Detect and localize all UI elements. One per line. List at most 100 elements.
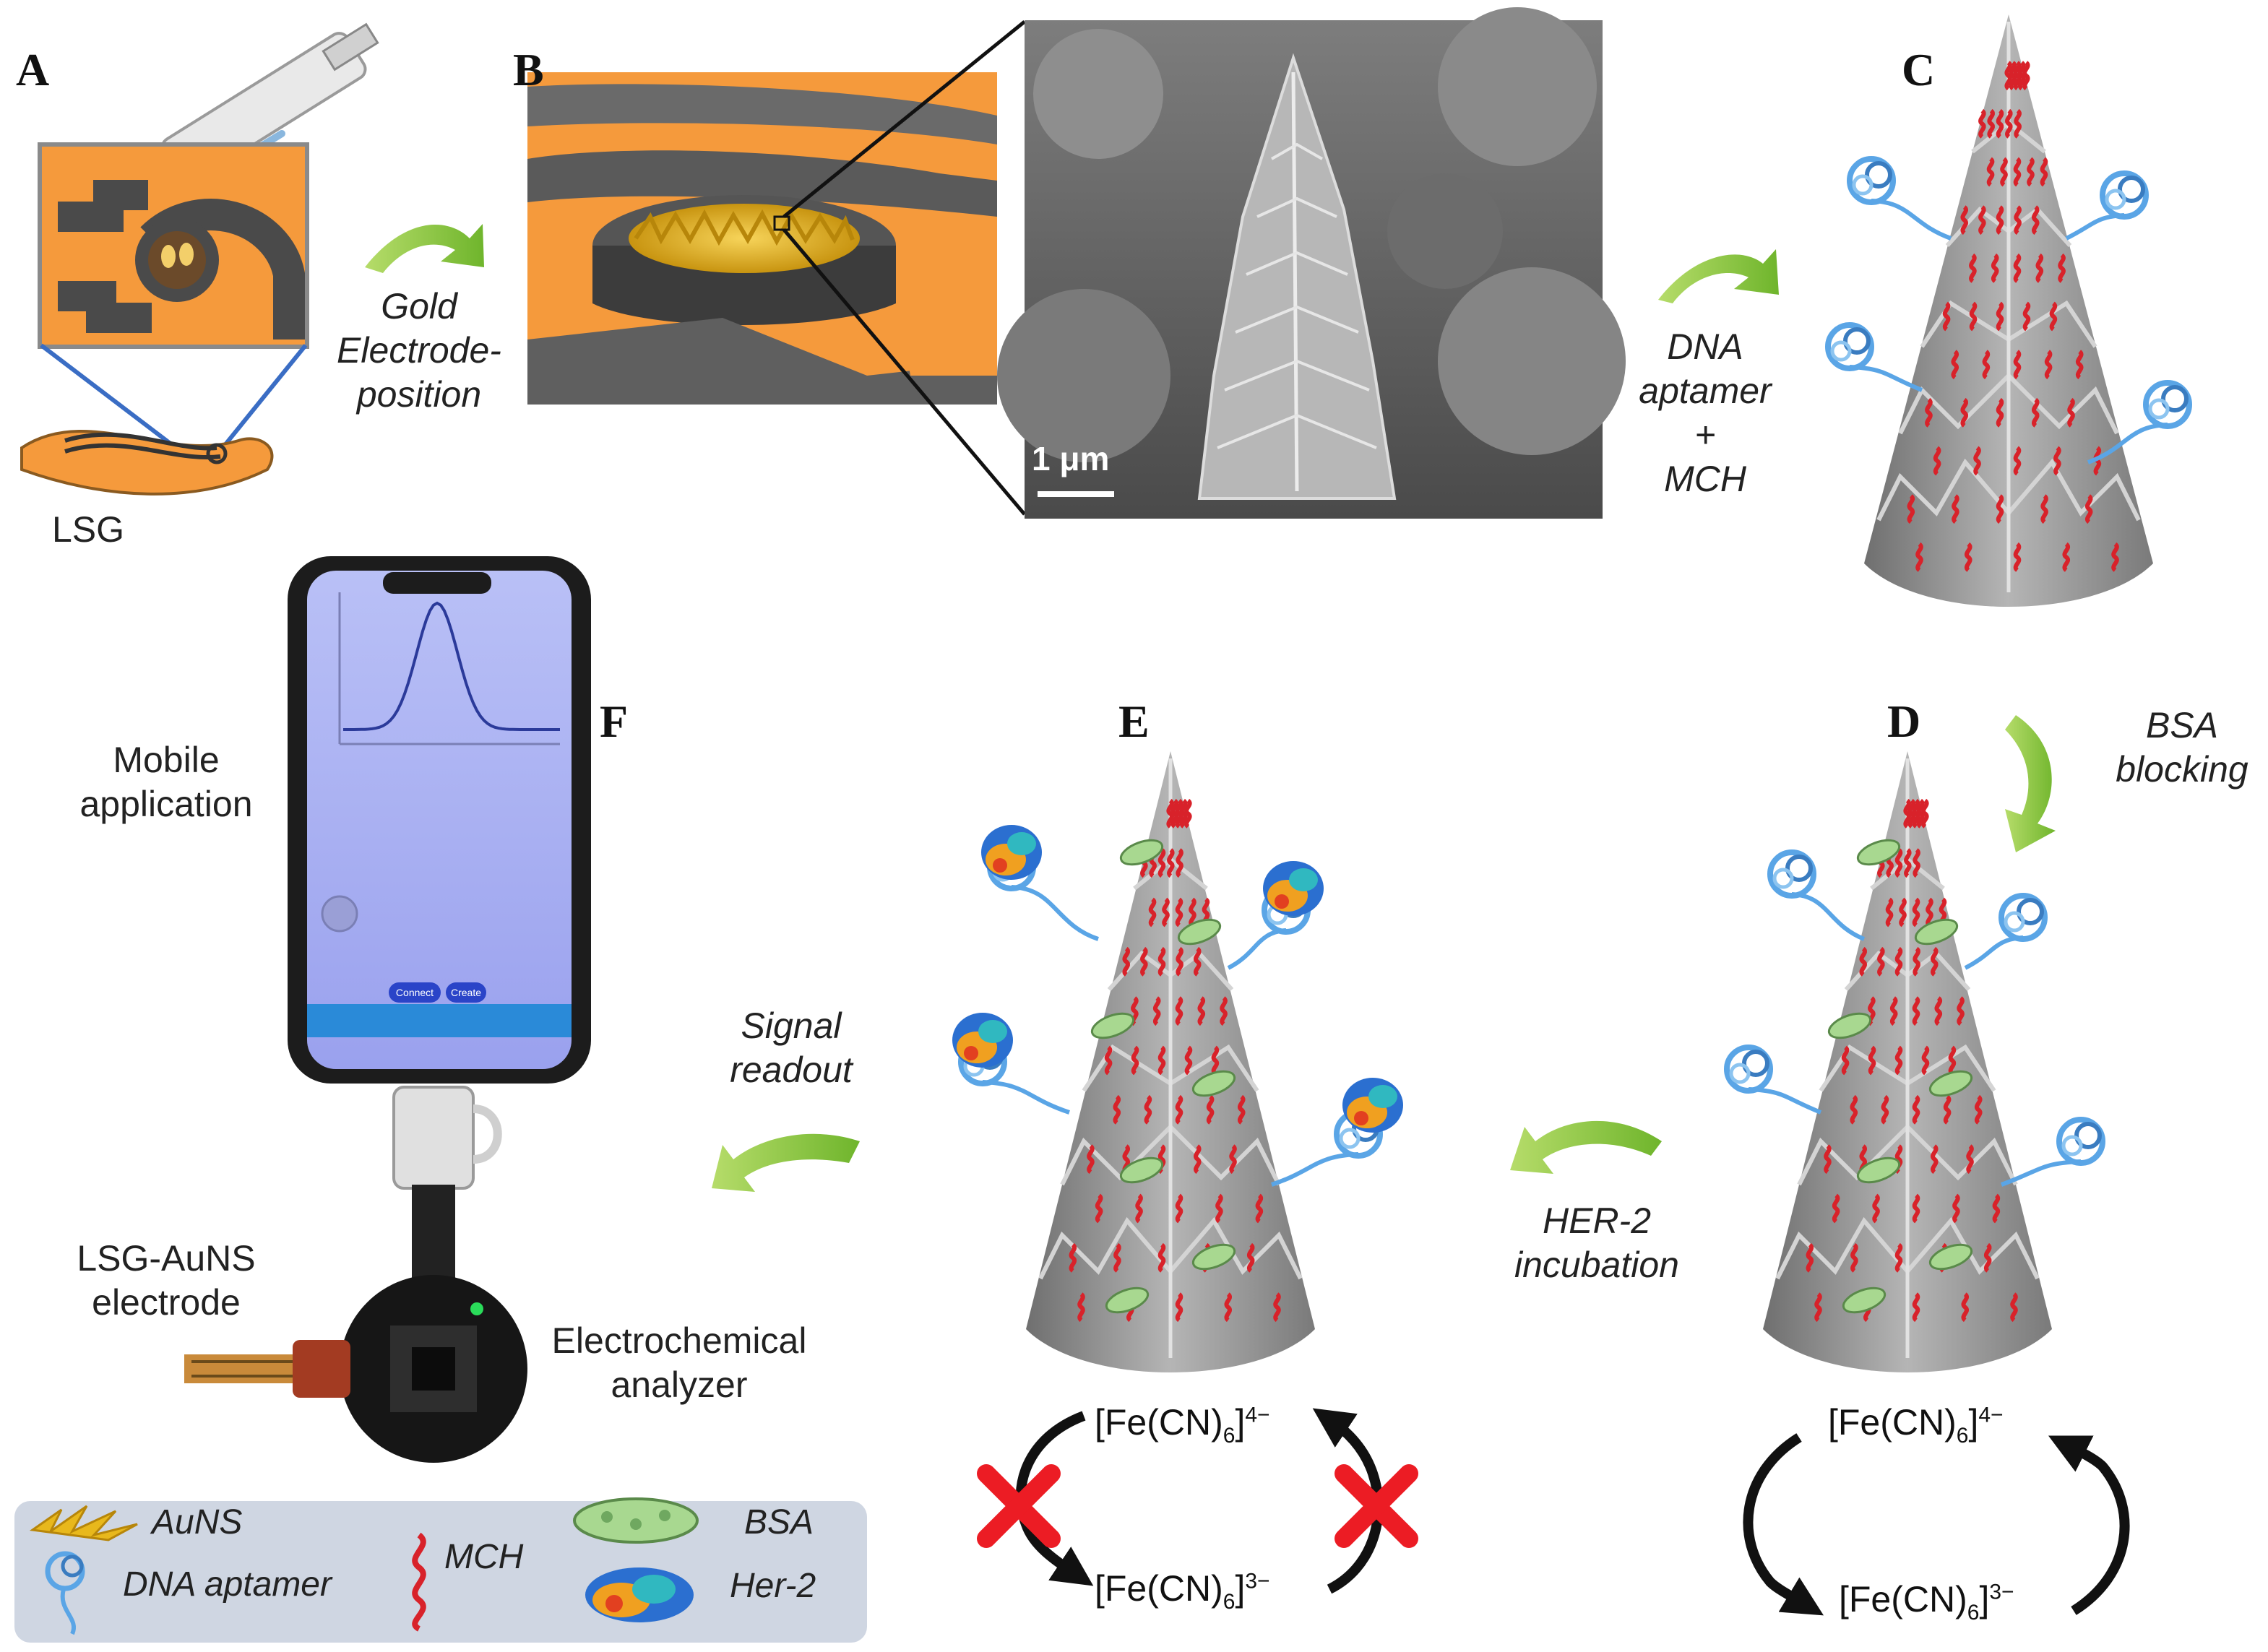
mch-molecule — [1991, 253, 1999, 283]
redox-e-ferrocyanide: [Fe(CN)6]4− — [1095, 1402, 1270, 1448]
mch-molecule — [1824, 1144, 1832, 1175]
mch-molecule — [1885, 897, 1894, 927]
mch-molecule — [2013, 542, 2022, 572]
dna-aptamer-molecule — [1825, 322, 1923, 392]
mch-molecule — [1841, 1045, 1850, 1076]
mch-molecule — [1889, 996, 1898, 1026]
panel-letter-c: C — [1902, 44, 1936, 95]
mch-molecule — [1904, 848, 1912, 878]
mch-molecule — [1965, 542, 1972, 572]
mch-molecule — [1152, 996, 1161, 1026]
sem-image — [997, 7, 1626, 519]
panel-b-illustration — [527, 20, 1026, 516]
mch-molecule — [2044, 350, 2053, 380]
mch-molecule — [1907, 798, 1916, 829]
mch-molecule — [2004, 61, 2012, 91]
arrow-signal-readout — [712, 1133, 860, 1192]
panel-letter-b: B — [513, 44, 544, 95]
legend-mch-label: MCH — [444, 1538, 524, 1576]
mch-molecule — [1881, 1094, 1889, 1125]
molecule-decorations — [952, 61, 2192, 1323]
mch-molecule — [2062, 542, 2070, 572]
mch-molecule — [2009, 61, 2017, 91]
mch-molecule — [1170, 798, 1179, 829]
mch-molecule — [1952, 494, 1959, 524]
mch-molecule — [1961, 1292, 1969, 1323]
mch-molecule — [1194, 946, 1202, 977]
mch-molecule — [2000, 157, 2008, 187]
mch-molecule — [1224, 1292, 1232, 1323]
bsa-molecule — [1119, 839, 1164, 866]
mch-molecule — [1220, 996, 1228, 1026]
mch-molecule — [2017, 61, 2026, 91]
dna-aptamer-molecule — [2000, 1117, 2105, 1187]
her2-protein — [952, 1013, 1013, 1068]
mch-molecule — [1113, 1242, 1121, 1273]
mch-molecule — [1140, 946, 1148, 977]
tree-d — [1763, 751, 2052, 1372]
mch-molecule — [1877, 946, 1885, 977]
bsa-molecule — [1928, 1070, 1973, 1097]
mch-molecule — [2027, 157, 2035, 187]
mch-molecule — [2111, 542, 2119, 572]
mch-molecule — [1916, 798, 1925, 829]
phone-nav-bar — [307, 1004, 572, 1037]
mch-molecule — [1978, 205, 1986, 235]
smartphone: Connect Create — [288, 556, 591, 1084]
mch-molecule — [1934, 996, 1943, 1026]
bsa-molecule — [1177, 918, 1222, 946]
mch-molecule — [1996, 494, 2004, 524]
her2-protein — [1342, 1078, 1403, 1133]
phone-create-button[interactable] — [446, 982, 486, 1003]
mch-molecule — [1996, 205, 2004, 235]
mch-molecule — [1087, 1144, 1095, 1175]
mch-molecule — [1104, 1045, 1113, 1076]
mch-molecule — [1894, 946, 1903, 977]
mch-molecule — [2013, 253, 2022, 283]
mch-molecule — [2014, 108, 2022, 139]
mch-molecule — [1850, 1242, 1858, 1273]
phone-connect-button[interactable] — [389, 982, 441, 1003]
mch-molecule — [1912, 798, 1920, 829]
mch-molecule — [1973, 446, 1981, 476]
mch-molecule — [1983, 1242, 1992, 1273]
mch-molecule — [1894, 1242, 1903, 1273]
mch-molecule — [1996, 397, 2004, 428]
mch-molecule — [1931, 1144, 1939, 1175]
mch-molecule — [1184, 798, 1192, 829]
bsa-molecule — [1119, 1156, 1164, 1184]
mch-molecule — [1069, 1242, 1077, 1273]
mch-molecule — [1969, 301, 1978, 332]
mch-molecule — [1273, 1292, 1281, 1323]
arrow-aptamer-immobilization — [1658, 249, 1779, 303]
panel-letter-a: A — [16, 44, 50, 95]
mch-molecule — [1960, 397, 1968, 428]
dna-aptamer-molecule — [1964, 893, 2048, 970]
bsa-molecule — [1191, 1243, 1236, 1271]
redox-d-ferrocyanide: [Fe(CN)6]4− — [1828, 1402, 2004, 1448]
mch-molecule — [1157, 1242, 1166, 1273]
legend-dna-aptamer-label: DNA aptamer — [123, 1565, 332, 1604]
mch-molecule — [1913, 848, 1920, 878]
mch-molecule — [1167, 848, 1175, 878]
bsa-molecule — [1928, 1243, 1973, 1271]
mch-molecule — [1942, 301, 1951, 332]
legend-panel — [14, 1501, 867, 1643]
panel-letter-d: D — [1887, 696, 1921, 747]
mch-molecule — [1903, 798, 1911, 829]
bsa-molecule — [1191, 1070, 1236, 1097]
cross-mark-left — [977, 1464, 1061, 1548]
electrochemical-analyzer[interactable] — [340, 1275, 527, 1463]
mch-molecule — [1943, 1094, 1952, 1125]
scale-bar — [1038, 491, 1114, 497]
dna-aptamer-molecule — [1847, 156, 1952, 241]
mch-molecule — [1987, 108, 1995, 139]
mch-molecule — [1175, 1094, 1183, 1125]
dna-aptamer-molecule — [2087, 380, 2192, 464]
mch-molecule — [1951, 350, 1959, 380]
